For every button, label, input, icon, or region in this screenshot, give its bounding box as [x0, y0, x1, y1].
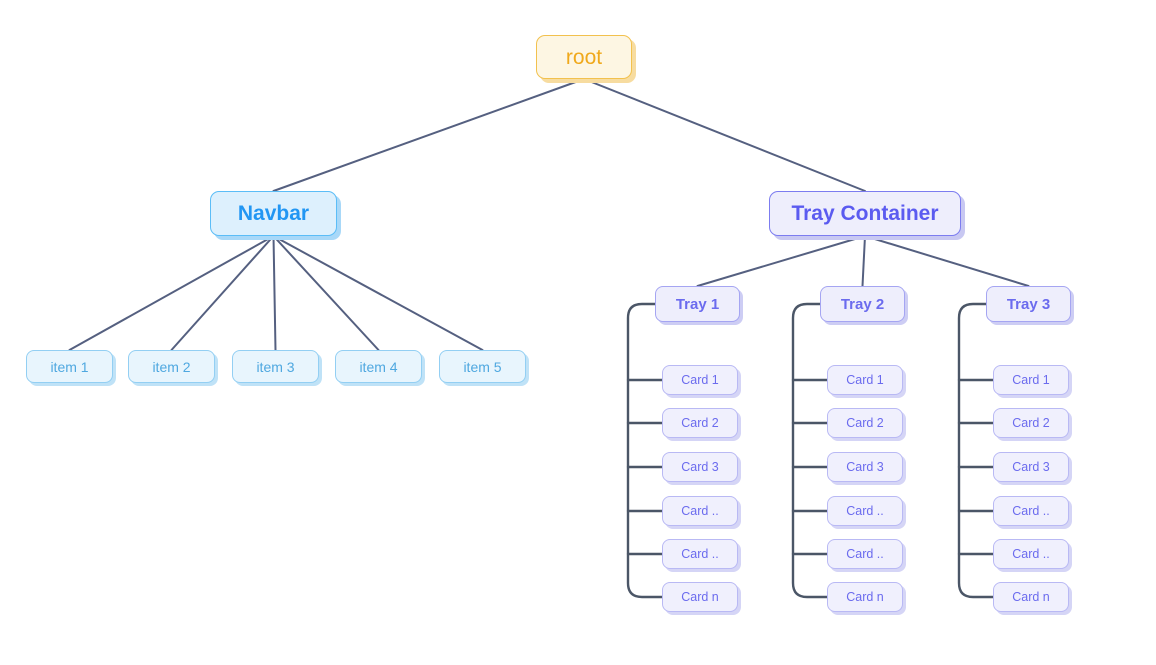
node-tray-3-card-4[interactable]: Card ..: [993, 496, 1069, 526]
node-navbar-item-4[interactable]: item 4: [335, 350, 422, 383]
node-tray-3-card-2[interactable]: Card 2: [993, 408, 1069, 438]
node-tray-2-card-4[interactable]: Card ..: [827, 496, 903, 526]
edge-root-navbar: [272, 78, 585, 192]
edge-navbar-item-2: [170, 235, 275, 351]
node-tray-1-card-2[interactable]: Card 2: [662, 408, 738, 438]
node-tray-2[interactable]: Tray 2: [820, 286, 905, 322]
node-tray-2-card-3[interactable]: Card 3: [827, 452, 903, 482]
edge-tray-container-tray-1: [696, 235, 866, 287]
node-tray-1-card-1[interactable]: Card 1: [662, 365, 738, 395]
node-navbar-item-5[interactable]: item 5: [439, 350, 526, 383]
edge-navbar-item-3: [272, 235, 277, 351]
node-tray-3-card-5[interactable]: Card ..: [993, 539, 1069, 569]
node-tray-container[interactable]: Tray Container: [769, 191, 961, 236]
edge-root-tray-container: [583, 78, 866, 192]
node-tray-2-card-2[interactable]: Card 2: [827, 408, 903, 438]
node-tray-2-card-1[interactable]: Card 1: [827, 365, 903, 395]
node-tray-3-card-1[interactable]: Card 1: [993, 365, 1069, 395]
node-tray-1-card-5[interactable]: Card ..: [662, 539, 738, 569]
node-tray-2-card-5[interactable]: Card ..: [827, 539, 903, 569]
node-root[interactable]: root: [536, 35, 632, 79]
tray-trunk-1: [626, 302, 664, 599]
node-tray-2-card-6[interactable]: Card n: [827, 582, 903, 612]
node-navbar[interactable]: Navbar: [210, 191, 337, 236]
edge-tray-container-tray-3: [864, 235, 1030, 287]
tray-trunk-3: [957, 302, 995, 599]
node-tray-3-card-3[interactable]: Card 3: [993, 452, 1069, 482]
node-tray-1-card-4[interactable]: Card ..: [662, 496, 738, 526]
node-tray-1-card-3[interactable]: Card 3: [662, 452, 738, 482]
node-navbar-item-2[interactable]: item 2: [128, 350, 215, 383]
node-tray-3-card-6[interactable]: Card n: [993, 582, 1069, 612]
edge-navbar-item-4: [272, 235, 380, 351]
node-navbar-item-1[interactable]: item 1: [26, 350, 113, 383]
tray-trunk-2: [791, 302, 829, 599]
node-navbar-item-3[interactable]: item 3: [232, 350, 319, 383]
node-tray-3[interactable]: Tray 3: [986, 286, 1071, 322]
edge-tray-container-tray-2: [861, 235, 866, 287]
node-tray-1[interactable]: Tray 1: [655, 286, 740, 322]
edge-navbar-item-1: [68, 235, 275, 351]
node-tray-1-card-6[interactable]: Card n: [662, 582, 738, 612]
edge-navbar-item-5: [272, 235, 484, 351]
